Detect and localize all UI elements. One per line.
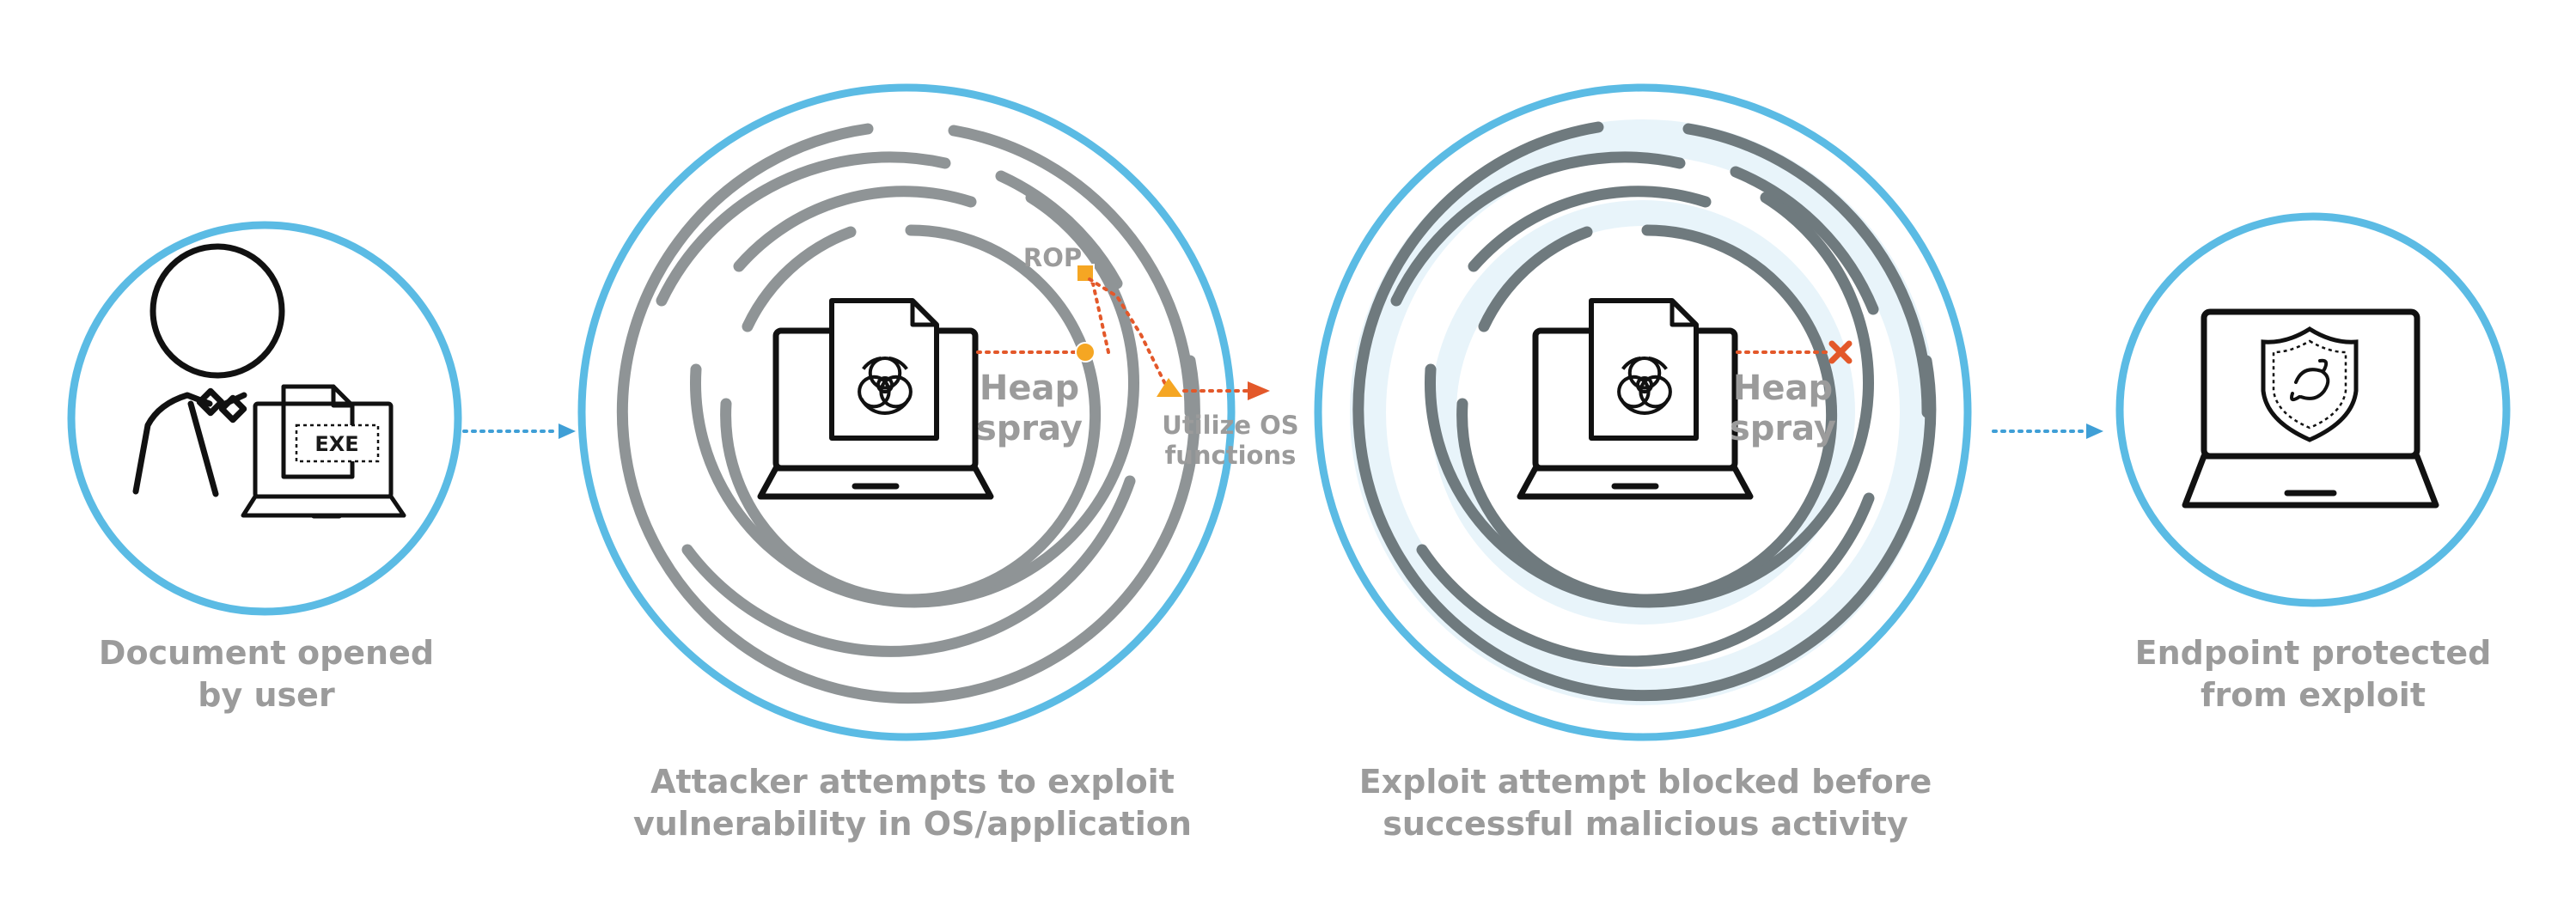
laptop-icon [241,401,406,519]
heap-spray-line-2: spray [976,409,1083,448]
shield-icon [2261,326,2359,442]
heap-spray-line-1: Heap [980,369,1079,408]
connector-arrow [1992,423,2103,439]
caption-line-1: Attacker attempts to exploit [650,763,1175,801]
stage-attacker-exploit: ROP Heap spray Utilize OS functions Atta… [577,83,1299,843]
stage-endpoint-protected: Endpoint protected from exploit [2115,212,2511,714]
caption-line-1: Endpoint protected [2135,634,2492,672]
attack-path [976,264,1270,400]
blocked-x-icon [1828,340,1853,364]
stage-document-opened: EXE Document opened by user [67,221,462,714]
os-functions-line-2: functions [1165,441,1297,470]
caption-line-2: by user [198,676,335,714]
connector-arrow [462,423,576,439]
os-functions-line-1: Utilize OS [1162,411,1298,440]
stage-ring [577,83,1236,741]
rop-label: ROP [1023,243,1082,272]
stage-ring [2115,212,2511,607]
heap-spray-line-2: spray [1730,409,1836,448]
caption-line-2: vulnerability in OS/application [633,805,1192,843]
caption-line-2: from exploit [2201,676,2426,714]
document-icon [1589,298,1699,441]
heap-spray-line-1: Heap [1733,369,1833,408]
exe-file-label: EXE [314,432,358,456]
stage-ring [67,221,462,616]
person-icon [132,243,285,497]
rop-marker [1076,264,1095,283]
document-icon: EXE [281,384,380,479]
blocked-attack-path [1736,340,1853,364]
attack-arrowhead [1248,381,1270,400]
maze-rings [616,123,1200,704]
shield-band [1350,119,1936,705]
maze-rings [1352,121,1937,702]
document-icon [829,298,939,441]
stage-ring [1314,83,1972,741]
caption-line-1: Exploit attempt blocked before [1359,763,1932,801]
caption-line-1: Document opened [99,634,434,672]
stage-exploit-blocked: Heap spray Exploit attempt blocked befor… [1314,83,1972,843]
heap-marker [1075,342,1096,363]
os-marker [1157,378,1182,397]
shield-band [1431,200,1855,625]
caption-line-2: successful malicious activity [1383,805,1908,843]
